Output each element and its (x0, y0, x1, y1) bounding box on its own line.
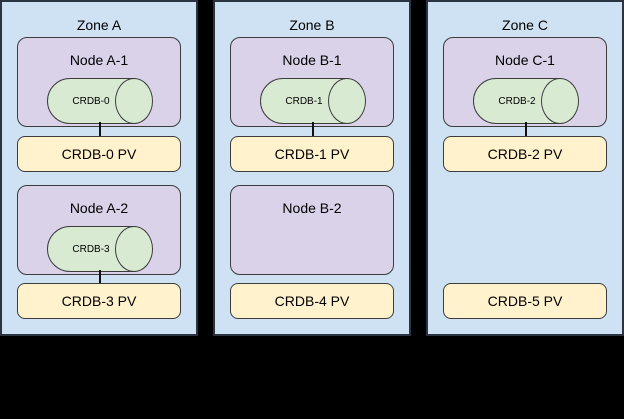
zone-b: Zone B Node B-1 CRDB-1 CRDB-1 PV Node B-… (213, 0, 411, 336)
zone-a-label: Zone A (76, 17, 122, 33)
crdb-2-pv-box: CRDB-2 PV (443, 136, 607, 172)
zone-c: Zone C Node C-1 CRDB-2 CRDB-2 PV CRDB-5 … (426, 0, 624, 336)
crdb-4-pv-box: CRDB-4 PV (230, 283, 394, 319)
connector-crdb-2-to-pv (525, 122, 527, 138)
crdb-5-pv-box: CRDB-5 PV (443, 283, 607, 319)
crdb-2-label: CRDB-2 (498, 95, 536, 107)
node-a-1-label: Node A-1 (69, 52, 129, 68)
node-a-2: Node A-2 CRDB-3 (17, 185, 181, 275)
connector-crdb-0-to-pv (99, 122, 101, 138)
crdb-2-pv-label: CRDB-2 PV (487, 146, 563, 162)
node-c-1: Node C-1 CRDB-2 (443, 37, 607, 127)
node-b-1-label: Node B-1 (282, 52, 342, 68)
crdb-4-pv-label: CRDB-4 PV (274, 293, 350, 309)
cylinder-end-cap (115, 226, 153, 272)
crdb-3-pv-label: CRDB-3 PV (61, 293, 137, 309)
crdb-0-label: CRDB-0 (72, 95, 110, 107)
node-a-2-label: Node A-2 (69, 200, 129, 216)
crdb-0-cylinder: CRDB-0 (47, 78, 153, 124)
crdb-5-pv-label: CRDB-5 PV (487, 293, 563, 309)
cylinder-end-cap (541, 78, 579, 124)
node-b-2: Node B-2 (230, 185, 394, 275)
node-c-1-label: Node C-1 (495, 52, 555, 68)
crdb-1-pv-box: CRDB-1 PV (230, 136, 394, 172)
crdb-3-cylinder: CRDB-3 (47, 226, 153, 272)
node-b-2-label: Node B-2 (282, 200, 342, 216)
crdb-1-label: CRDB-1 (285, 95, 323, 107)
zone-b-label: Zone B (289, 17, 335, 33)
cylinder-end-cap (328, 78, 366, 124)
connector-crdb-1-to-pv (312, 122, 314, 138)
zone-a: Zone A Node A-1 CRDB-0 CRDB-0 PV Node A-… (0, 0, 198, 336)
zone-c-label: Zone C (502, 17, 548, 33)
crdb-1-cylinder: CRDB-1 (260, 78, 366, 124)
crdb-3-label: CRDB-3 (72, 243, 110, 255)
connector-crdb-3-to-pv (99, 270, 101, 285)
crdb-2-cylinder: CRDB-2 (473, 78, 579, 124)
crdb-3-pv-box: CRDB-3 PV (17, 283, 181, 319)
crdb-1-pv-label: CRDB-1 PV (274, 146, 350, 162)
cylinder-end-cap (115, 78, 153, 124)
node-a-1: Node A-1 CRDB-0 (17, 37, 181, 127)
node-b-1: Node B-1 CRDB-1 (230, 37, 394, 127)
crdb-0-pv-box: CRDB-0 PV (17, 136, 181, 172)
crdb-0-pv-label: CRDB-0 PV (61, 146, 137, 162)
